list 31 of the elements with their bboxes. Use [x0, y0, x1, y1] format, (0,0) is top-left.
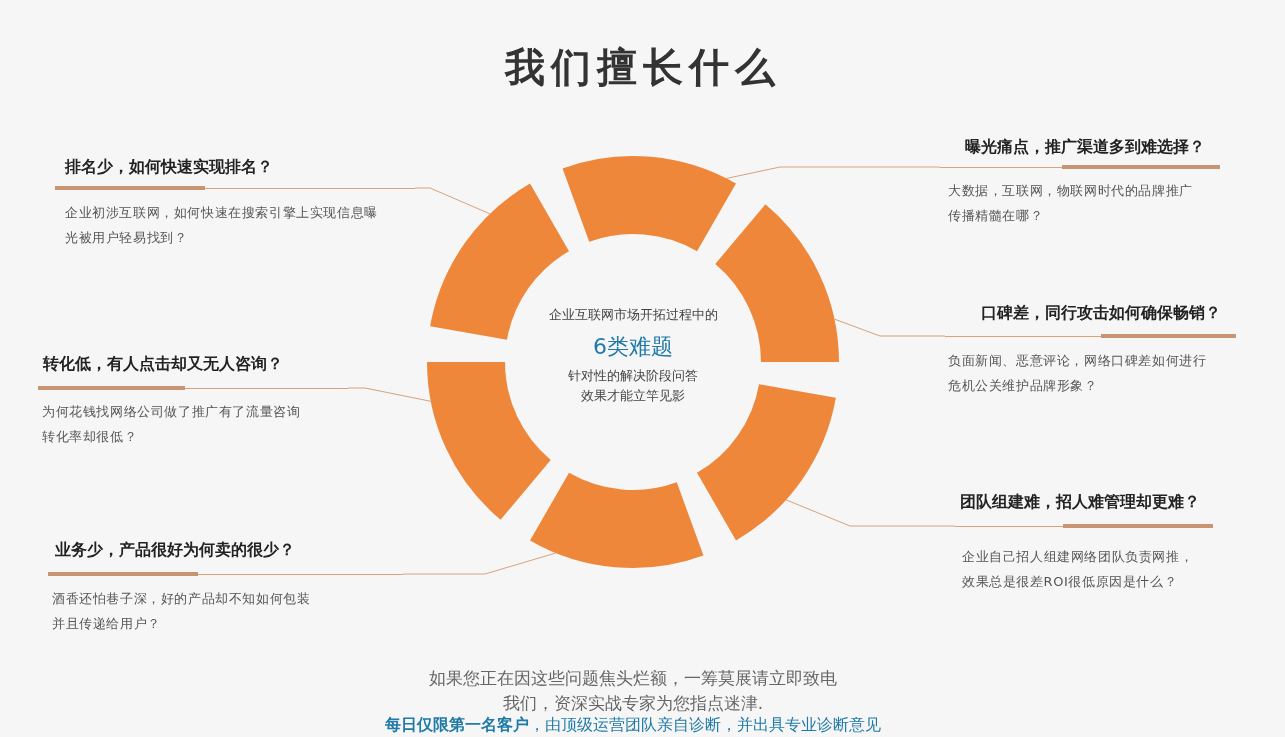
ring-segment: [530, 472, 704, 568]
question-heading: 业务少，产品很好为何卖的很少？: [55, 539, 295, 561]
leader-line: [402, 552, 557, 575]
offer-text: 每日仅限第一名客户，由顶级运营团队亲自诊断，并出具专业诊断意见: [384, 714, 882, 735]
center-caption: 效果才能立竿见影: [580, 387, 686, 405]
leader-line: [347, 387, 432, 402]
center-caption: 企业互联网市场开拓过程中的: [547, 306, 719, 324]
leader-line: [785, 499, 956, 527]
ring-segment: [562, 156, 736, 252]
center-heading: 6类难题: [592, 333, 674, 360]
question-description: 大数据，互联网，物联网时代的品牌推广传播精髓在哪？: [948, 181, 1194, 225]
center-caption: 针对性的解决阶段问答: [567, 367, 699, 385]
question-heading: 团队组建难，招人难管理却更难？: [960, 491, 1200, 513]
call-to-action-text: 我们，资深实战专家为您指点迷津.: [501, 692, 765, 714]
question-heading: 转化低，有人点击却又无人咨询？: [43, 353, 283, 375]
leader-line: [726, 166, 941, 179]
question-description: 负面新闻、恶意评论，网络口碑差如何进行危机公关维护品牌形象？: [948, 351, 1208, 395]
question-description: 酒香还怕巷子深，好的产品却不知如何包装并且传递给用户？: [52, 589, 312, 633]
question-heading: 排名少，如何快速实现排名？: [65, 156, 273, 178]
question-description: 企业初涉互联网，如何快速在搜索引擎上实现信息曝光被用户轻易找到？: [65, 203, 379, 247]
ring-segment: [697, 384, 836, 541]
call-to-action-text: 如果您正在因这些问题焦头烂额，一筹莫展请立即致电: [428, 667, 838, 689]
title: 我们擅长什么: [503, 43, 782, 92]
ring-segment: [715, 204, 839, 362]
question-heading: 口碑差，同行攻击如何确保畅销？: [981, 302, 1221, 324]
question-description: 企业自己招人组建网络团队负责网推，效果总是很差ROI很低原因是什么？: [962, 547, 1195, 591]
question-heading: 曝光痛点，推广渠道多到难选择？: [965, 136, 1205, 158]
ring-segment: [427, 362, 551, 520]
leader-line: [834, 318, 946, 337]
leader-line: [414, 187, 491, 215]
question-description: 为何花钱找网络公司做了推广有了流量咨询转化率却很低？: [42, 402, 302, 446]
